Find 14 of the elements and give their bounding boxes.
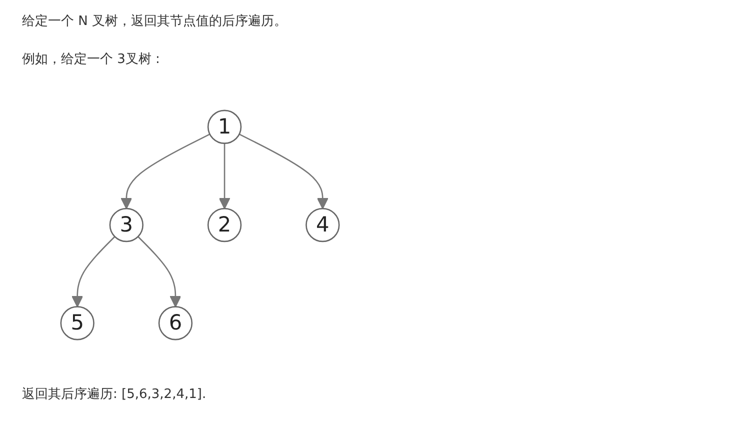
node-circle: 4: [306, 208, 340, 242]
text-line: 给定一个 N 叉树，返回其节点值的后序遍历。: [22, 13, 287, 30]
arrow: [238, 134, 328, 210]
text-line: 例如，给定一个 3叉树 :: [22, 51, 160, 68]
arrow: [218, 143, 230, 210]
node-circle: 5: [60, 306, 94, 340]
node-circle: 3: [109, 208, 144, 242]
node-circle: 2: [207, 208, 242, 242]
node-circle: 6: [158, 306, 193, 340]
arrow: [120, 134, 210, 210]
node-circle: 1: [207, 110, 242, 144]
text-line: 返回其后序遍历: [5,6,3,2,4,1].: [22, 386, 206, 403]
arrow: [138, 236, 182, 308]
arrow: [72, 236, 116, 308]
